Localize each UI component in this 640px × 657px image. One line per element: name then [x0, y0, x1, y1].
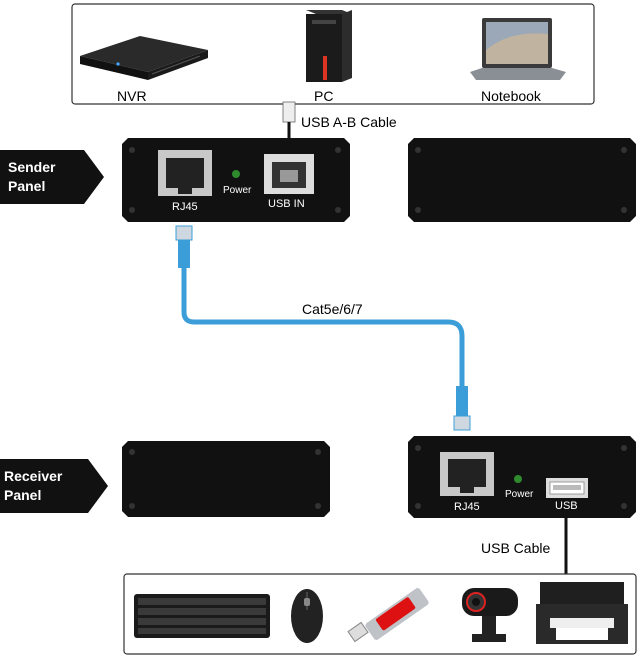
sender-panel-title-line1: Sender [8, 159, 56, 175]
mouse-icon [291, 589, 323, 643]
notebook-label: Notebook [481, 88, 542, 104]
cat-cable [175, 225, 471, 431]
sender-power-label: Power [223, 185, 252, 196]
receiver-power-label: Power [505, 489, 534, 500]
notebook-icon [470, 18, 566, 80]
sender-panel-title-line2: Panel [8, 178, 45, 194]
webcam-icon [462, 588, 518, 642]
nvr-icon [80, 36, 208, 80]
receiver-panel-tag [0, 459, 108, 513]
pc-label: PC [314, 88, 333, 104]
printer-icon [536, 582, 628, 644]
sender-panel-tag [0, 150, 104, 204]
keyboard-icon [134, 594, 270, 638]
usb-cable-label: USB Cable [481, 540, 550, 556]
pc-icon [306, 10, 352, 82]
receiver-front-box [408, 436, 636, 518]
cat-cable-label: Cat5e/6/7 [302, 301, 363, 317]
receiver-rj45-label: RJ45 [454, 501, 480, 513]
usb-drive-icon [347, 588, 429, 643]
sender-back-box [408, 138, 636, 222]
receiver-usb-label: USB [555, 500, 578, 512]
sender-usb-in-label: USB IN [268, 198, 305, 210]
sender-rj45-label: RJ45 [172, 201, 198, 213]
sender-front-box [122, 138, 350, 222]
nvr-label: NVR [117, 88, 147, 104]
receiver-back-box [122, 441, 330, 517]
usb-ab-cable-label: USB A-B Cable [301, 114, 397, 130]
receiver-panel-title-line2: Panel [4, 487, 41, 503]
receiver-panel-title-line1: Receiver [4, 468, 63, 484]
